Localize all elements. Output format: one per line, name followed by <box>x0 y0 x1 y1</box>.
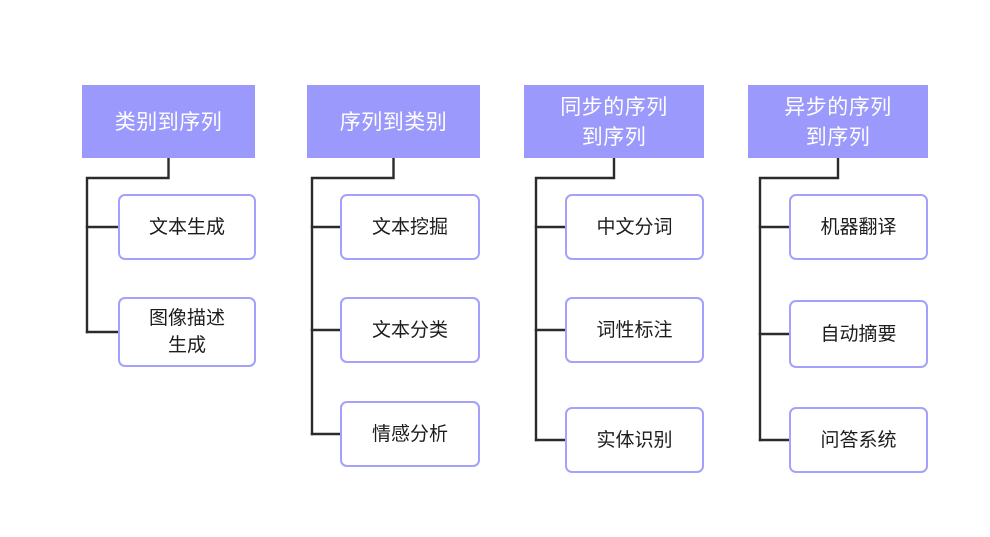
task-node-category-to-sequence-0[interactable]: 文本生成 <box>118 194 256 260</box>
task-node-synchronous-sequence-to-sequence-0[interactable]: 中文分词 <box>565 194 704 260</box>
task-node-sequence-to-category-2[interactable]: 情感分析 <box>340 401 480 467</box>
header-node-category-to-sequence[interactable]: 类别到序列 <box>82 85 255 158</box>
header-node-sequence-to-category[interactable]: 序列到类别 <box>307 85 480 158</box>
task-node-synchronous-sequence-to-sequence-1[interactable]: 词性标注 <box>565 297 704 363</box>
header-node-asynchronous-sequence-to-sequence[interactable]: 异步的序列 到序列 <box>748 85 928 158</box>
task-node-asynchronous-sequence-to-sequence-0[interactable]: 机器翻译 <box>789 194 928 260</box>
task-node-asynchronous-sequence-to-sequence-2[interactable]: 问答系统 <box>789 407 928 473</box>
task-node-sequence-to-category-1[interactable]: 文本分类 <box>340 297 480 363</box>
task-node-sequence-to-category-0[interactable]: 文本挖掘 <box>340 194 480 260</box>
header-node-synchronous-sequence-to-sequence[interactable]: 同步的序列 到序列 <box>524 85 704 158</box>
task-node-asynchronous-sequence-to-sequence-1[interactable]: 自动摘要 <box>789 300 928 368</box>
task-node-category-to-sequence-1[interactable]: 图像描述 生成 <box>118 297 256 367</box>
task-node-synchronous-sequence-to-sequence-2[interactable]: 实体识别 <box>565 407 704 473</box>
